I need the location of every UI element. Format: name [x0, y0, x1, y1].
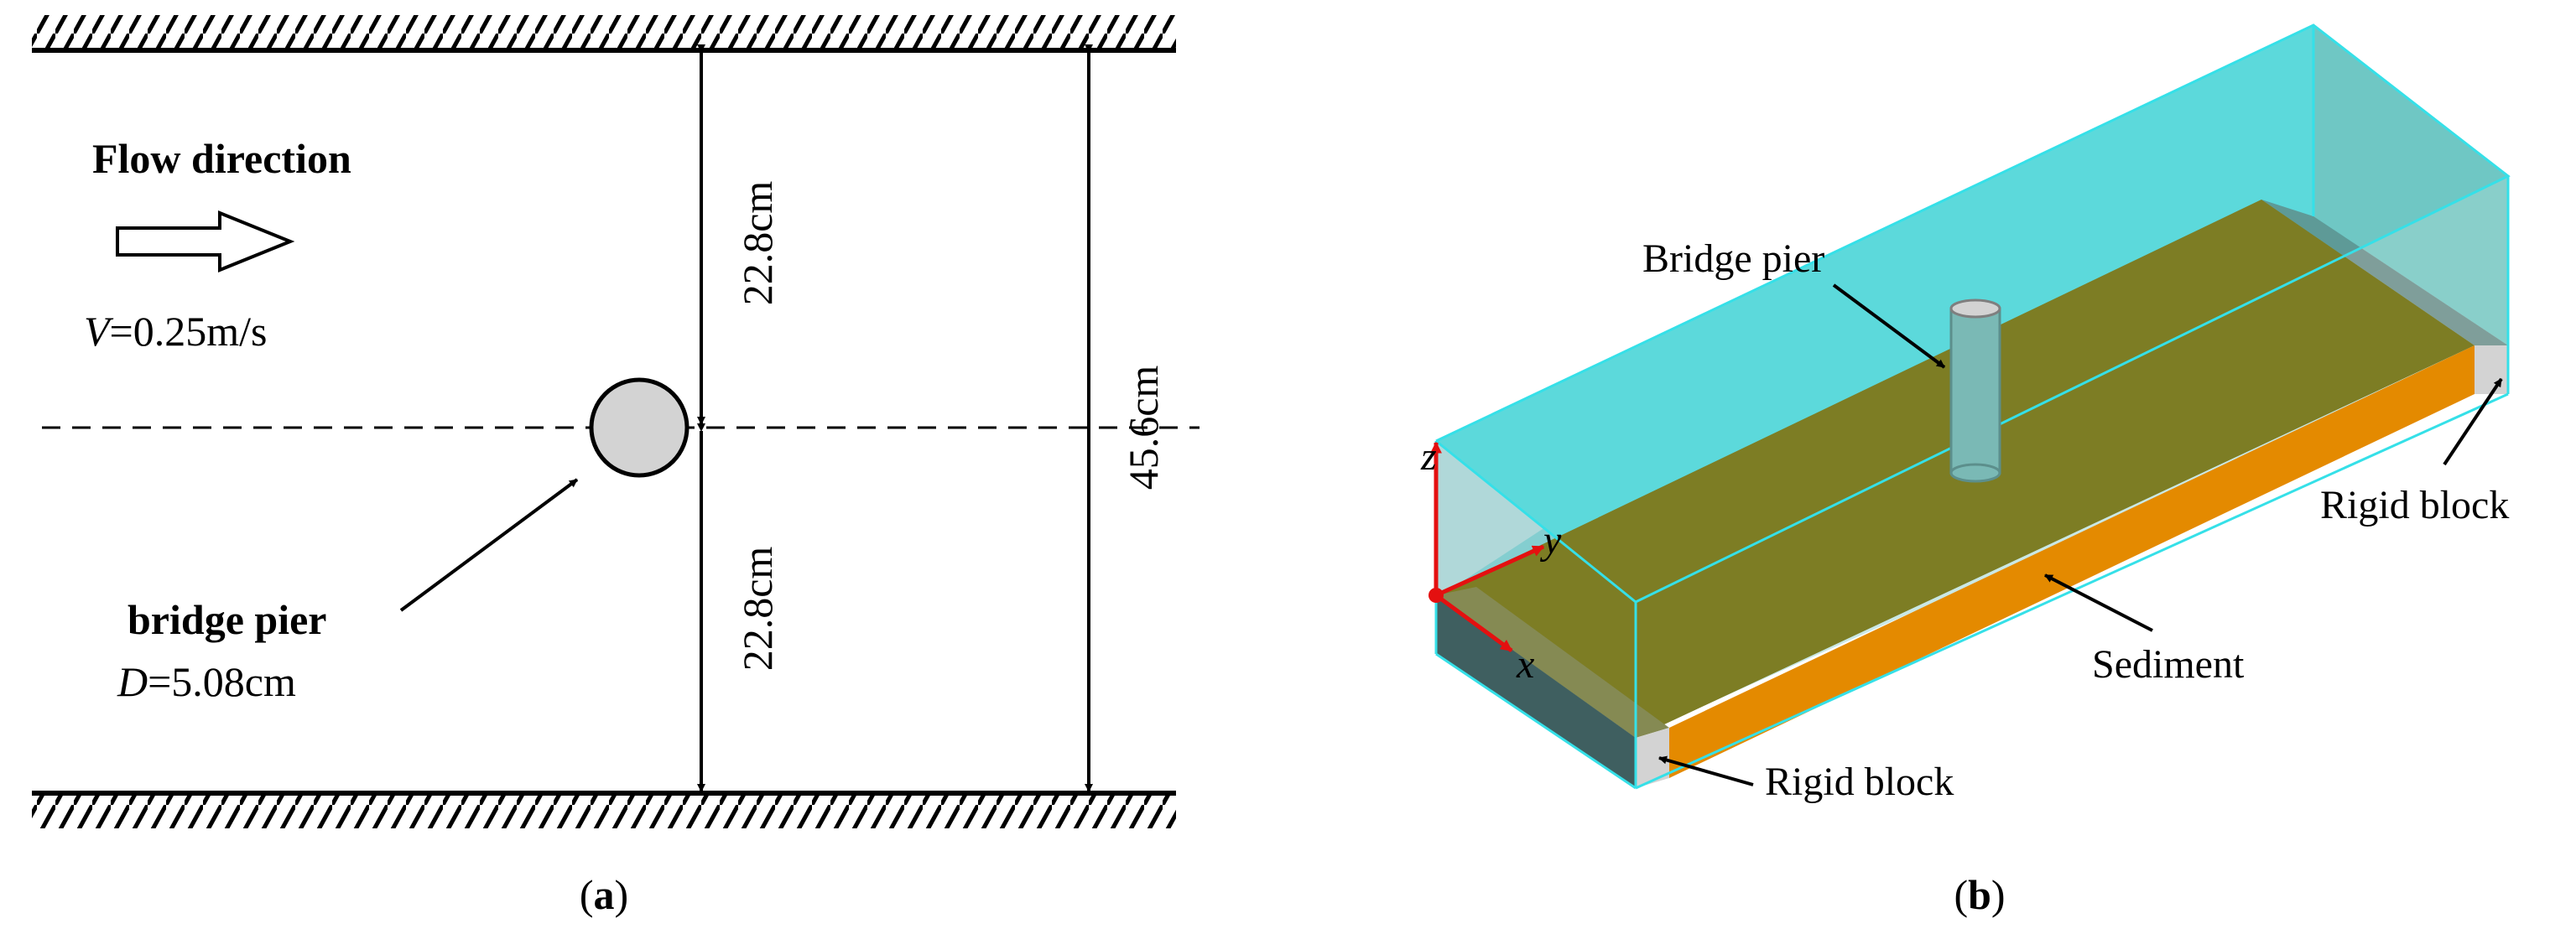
bridge-pier-pointer: [1832, 283, 1946, 369]
x-axis-line: [1434, 593, 1513, 653]
flow-direction-label: Flow direction: [92, 135, 351, 182]
dim-lower-label: 22.8cm: [734, 547, 781, 672]
bridge-pier-cylinder: [1949, 298, 2001, 483]
axes: z y x: [1420, 434, 1562, 687]
panel-a: Flow direction V=0.25m/s bridge pier D=5…: [32, 15, 1200, 918]
flow-arrow-icon: [116, 210, 295, 272]
sediment-label: Sediment: [2092, 642, 2245, 687]
axes-origin: [1429, 588, 1444, 603]
rigid-block-right: [2475, 345, 2508, 394]
dim-upper-label: 22.8cm: [734, 181, 781, 306]
axis-x-label: x: [1516, 642, 1534, 687]
axis-z-label: z: [1420, 434, 1437, 479]
velocity-label: V=0.25m/s: [84, 308, 268, 355]
caption-b: (b): [1954, 871, 2005, 918]
top-wall: [32, 15, 1176, 53]
rigid-block-left: [1436, 587, 1669, 788]
water-box-outline: [1434, 23, 2511, 790]
rigid-block-right-pointer: [2443, 377, 2503, 466]
axis-y-label: y: [1539, 518, 1562, 563]
rigid-block-bottom-pointer: [1658, 755, 1754, 786]
diameter-label: D=5.08cm: [117, 658, 296, 705]
y-axis-line: [1434, 544, 1545, 598]
bridge-pier-label: Bridge pier: [1642, 236, 1824, 281]
rigid-block-right-label: Rigid block: [2320, 483, 2509, 527]
sediment-pointer: [2044, 573, 2153, 632]
pier-label: bridge pier: [127, 596, 326, 643]
rigid-block-bottom-label: Rigid block: [1765, 760, 1954, 804]
bottom-wall: [32, 791, 1176, 828]
pier-pointer-arrow: [399, 478, 579, 612]
panel-b: z y x Bridge pier Rigid block Sediment R…: [1420, 23, 2511, 918]
dim-total-label: 45.6cm: [1120, 366, 1167, 490]
bridge-pier-circle: [589, 377, 690, 478]
caption-a: (a): [580, 871, 628, 918]
